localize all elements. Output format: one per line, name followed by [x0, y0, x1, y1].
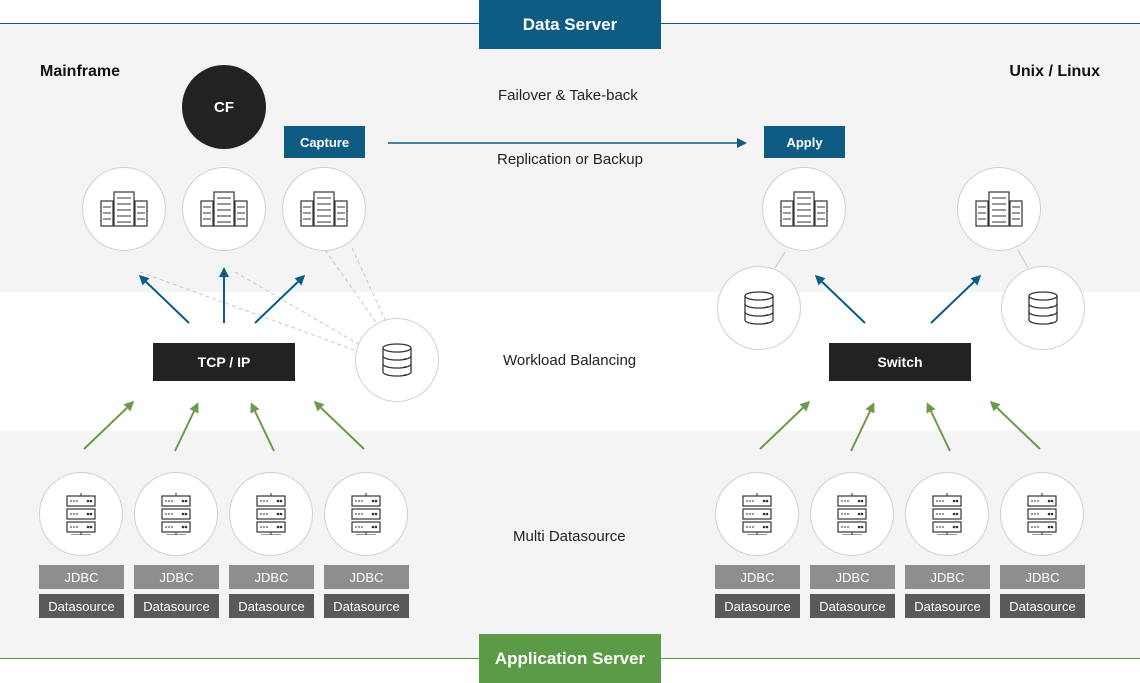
apply-box: Apply — [764, 126, 845, 158]
server-rack-icon — [100, 191, 148, 227]
app-server-icon — [837, 493, 867, 535]
app-server-left-3 — [229, 472, 313, 556]
server-rack-icon — [200, 191, 248, 227]
data-server-label: Data Server — [479, 0, 661, 49]
datasource-label-left-3: Datasource — [229, 594, 314, 618]
app-server-icon — [932, 493, 962, 535]
server-rack-icon — [300, 191, 348, 227]
app-server-right-3 — [905, 472, 989, 556]
app-server-icon — [351, 493, 381, 535]
blue-arrows — [138, 267, 982, 324]
switch-box: Switch — [829, 343, 971, 381]
jdbc-label-left-2: JDBC — [134, 565, 219, 589]
datasource-label-right-3: Datasource — [905, 594, 990, 618]
unix-linux-title: Unix / Linux — [1009, 63, 1100, 80]
jdbc-label-right-1: JDBC — [715, 565, 800, 589]
replication-label: Replication or Backup — [497, 151, 643, 168]
app-server-icon — [66, 493, 96, 535]
app-server-left-1 — [39, 472, 123, 556]
database-icon — [1028, 291, 1058, 325]
right-links — [774, 249, 1029, 269]
jdbc-label-right-3: JDBC — [905, 565, 990, 589]
app-server-icon — [1027, 493, 1057, 535]
unix-database-1 — [717, 266, 801, 350]
database-icon — [382, 343, 412, 377]
dashed-links — [139, 247, 386, 353]
tcp-ip-router: TCP / IP — [153, 343, 295, 381]
app-server-left-4 — [324, 472, 408, 556]
jdbc-label-left-1: JDBC — [39, 565, 124, 589]
data-server-band — [0, 23, 1140, 292]
application-server-label: Application Server — [479, 634, 661, 683]
datasource-label-right-2: Datasource — [810, 594, 895, 618]
app-server-right-1 — [715, 472, 799, 556]
datasource-label-left-2: Datasource — [134, 594, 219, 618]
mainframe-title: Mainframe — [40, 63, 121, 80]
app-server-right-2 — [810, 472, 894, 556]
app-server-left-2 — [134, 472, 218, 556]
jdbc-label-left-4: JDBC — [324, 565, 409, 589]
datasource-label-right-4: Datasource — [1000, 594, 1085, 618]
capture-box: Capture — [284, 126, 365, 158]
jdbc-label-left-3: JDBC — [229, 565, 314, 589]
unix-server-1 — [762, 167, 846, 251]
failover-label: Failover & Take-back — [498, 87, 638, 104]
app-server-icon — [742, 493, 772, 535]
datasource-label-left-1: Datasource — [39, 594, 124, 618]
app-server-right-4 — [1000, 472, 1084, 556]
jdbc-label-right-2: JDBC — [810, 565, 895, 589]
database-icon — [744, 291, 774, 325]
cf-node: CF — [182, 65, 266, 149]
multi-datasource-label: Multi Datasource — [513, 528, 626, 545]
green-arrows — [83, 400, 1041, 452]
mainframe-database — [355, 318, 439, 402]
unix-database-2 — [1001, 266, 1085, 350]
datasource-label-left-4: Datasource — [324, 594, 409, 618]
mainframe-server-3 — [282, 167, 366, 251]
mainframe-server-1 — [82, 167, 166, 251]
jdbc-label-right-4: JDBC — [1000, 565, 1085, 589]
server-rack-icon — [780, 191, 828, 227]
datasource-label-right-1: Datasource — [715, 594, 800, 618]
workload-balancing-label: Workload Balancing — [503, 352, 637, 369]
app-server-icon — [161, 493, 191, 535]
server-rack-icon — [975, 191, 1023, 227]
mainframe-server-2 — [182, 167, 266, 251]
app-server-icon — [256, 493, 286, 535]
unix-server-2 — [957, 167, 1041, 251]
